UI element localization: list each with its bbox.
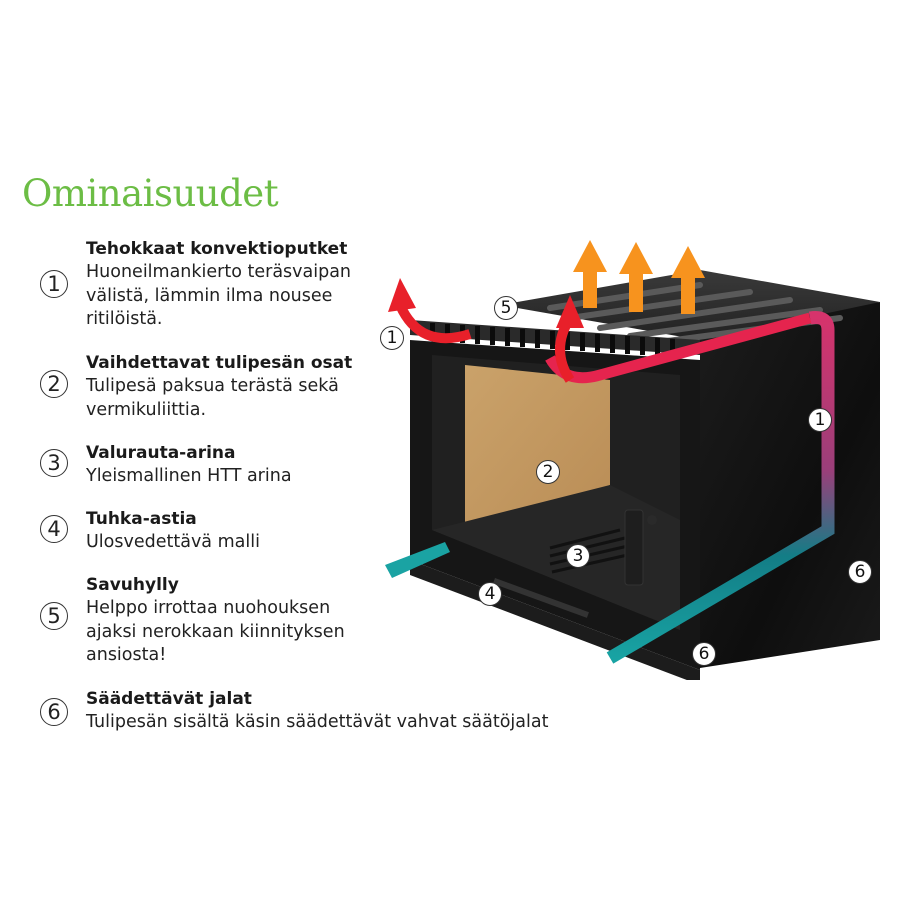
feature-description-line: ansiosta! xyxy=(86,645,167,665)
warm-air-arrow-left xyxy=(388,278,416,312)
feature-description-line: ritilöistä. xyxy=(86,309,163,329)
feature-description-line: Huoneilmankierto teräsvaipan xyxy=(86,262,352,282)
stove-illustration xyxy=(385,240,880,685)
feature-heading: Valurauta-arina xyxy=(86,443,236,463)
number-badge: 4 xyxy=(40,515,68,543)
hot-air-arrows xyxy=(573,240,705,314)
cool-air-ribbon-left xyxy=(385,542,450,578)
warm-air-arrow-center xyxy=(556,295,584,328)
feature-heading: Savuhylly xyxy=(86,575,179,595)
feature-description-line: ajaksi nerokkaan kiinnityksen xyxy=(86,621,345,642)
number-badge: 1 xyxy=(40,270,68,298)
feature-heading: Tuhka-astia xyxy=(86,509,197,529)
number-badge: 5 xyxy=(40,602,68,630)
feature-heading: Tehokkaat konvektioputket xyxy=(86,239,348,259)
page-title: Ominaisuudet xyxy=(22,172,279,215)
side-panel xyxy=(700,302,880,668)
feature-description-line: Ulosvedettävä malli xyxy=(86,532,260,552)
callout-1-side: 1 xyxy=(808,408,832,432)
feature-description-line: Helppo irrottaa nuohouksen xyxy=(86,598,331,618)
number-badge: 6 xyxy=(40,698,68,726)
convection-ribbon-side xyxy=(606,311,835,664)
callout-4: 4 xyxy=(478,582,502,606)
stove-diagram: 1 5 1 2 3 4 6 6 xyxy=(370,230,890,685)
ash-drawer xyxy=(492,577,589,618)
feature-heading: Säädettävät jalat xyxy=(86,689,252,709)
callout-2: 2 xyxy=(536,460,560,484)
number-badge: 3 xyxy=(40,449,68,477)
callout-3: 3 xyxy=(566,544,590,568)
feature-description-line: Tulipesän sisältä käsin säädettävät vahv… xyxy=(86,712,549,732)
callout-1-left: 1 xyxy=(380,326,404,350)
feature-heading: Vaihdettavat tulipesän osat xyxy=(86,353,353,373)
callout-6-right: 6 xyxy=(848,560,872,584)
door-handle xyxy=(624,509,644,586)
feature-description-line: Tulipesä paksua terästä sekä xyxy=(86,376,339,396)
callout-5: 5 xyxy=(494,296,518,320)
feature-description-line: Yleismallinen HTT arina xyxy=(86,466,292,486)
number-badge: 2 xyxy=(40,370,68,398)
callout-6-front: 6 xyxy=(692,642,716,666)
feature-description-line: välistä, lämmin ilma nousee xyxy=(86,285,333,306)
feature-description-line: vermikuliittia. xyxy=(86,399,207,420)
